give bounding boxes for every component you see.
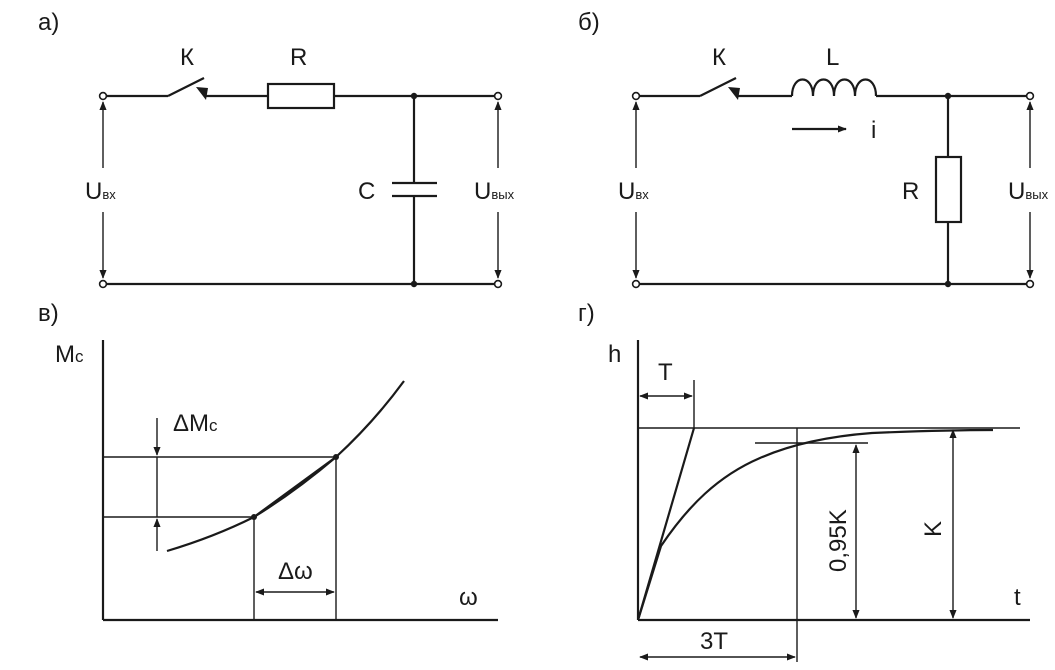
- panel-b-lr-circuit: б) К L i R Uвх Uвых: [578, 9, 1049, 289]
- rc-node-top: [410, 92, 418, 100]
- lr-switch-arrow-icon: [728, 87, 740, 100]
- g-k-label: K: [920, 521, 947, 537]
- g-3t-label: 3T: [700, 628, 728, 655]
- panel-g-step-response: г) h T 3T 0,95K K t: [578, 300, 1030, 662]
- rc-switch-blade: [167, 77, 205, 97]
- lr-terminal-in-bottom: [631, 279, 641, 289]
- lr-inductor: [790, 78, 878, 97]
- v-load-curve: [166, 380, 405, 553]
- g-y-axis-label: h: [608, 341, 621, 368]
- lr-inductor-label: L: [826, 44, 839, 71]
- rc-switch-arrow-icon: [196, 87, 208, 100]
- v-delta-w-label: Δω: [278, 558, 313, 585]
- panel-v-load-characteristic: в) Мс ΔМс Δω ω: [38, 300, 498, 622]
- g-095k-label: 0,95K: [825, 509, 852, 572]
- rc-resistor: [266, 82, 336, 110]
- lr-u-in-label: Uвх: [618, 178, 649, 205]
- rc-terminal-in-top: [98, 91, 108, 101]
- rc-u-in-label: Uвх: [85, 178, 116, 205]
- lr-node-top: [944, 92, 952, 100]
- rc-terminal-in-bottom: [98, 279, 108, 289]
- g-time-const-label: T: [658, 359, 673, 386]
- rc-terminal-out-bottom: [493, 279, 503, 289]
- lr-terminal-in-top: [631, 91, 641, 101]
- panel-a-rc-circuit: а) К R C Uвх Uвых: [38, 9, 515, 289]
- lr-resistor: [934, 155, 963, 224]
- panel-g-tag: г): [578, 300, 595, 327]
- rc-switch-label: К: [180, 44, 194, 71]
- lr-resistor-label: R: [902, 178, 919, 205]
- v-x-axis-label: ω: [459, 584, 478, 611]
- v-y-axis-label: Мс: [55, 341, 84, 368]
- lr-switch-blade: [699, 77, 737, 97]
- rc-terminal-out-top: [493, 91, 503, 101]
- v-chord: [253, 456, 337, 518]
- panel-v-tag: в): [38, 300, 59, 327]
- panel-b-tag: б): [578, 9, 600, 36]
- g-x-axis-label: t: [1014, 584, 1021, 611]
- rc-u-out-label: Uвых: [474, 178, 515, 205]
- lr-current-label: i: [871, 117, 876, 144]
- panel-a-tag: а): [38, 9, 59, 36]
- v-delta-m-label: ΔМс: [173, 410, 218, 437]
- rc-resistor-label: R: [290, 44, 307, 71]
- rc-capacitor-label: C: [358, 178, 375, 205]
- lr-u-out-label: Uвых: [1008, 178, 1049, 205]
- lr-node-bottom: [944, 280, 952, 288]
- lr-terminal-out-top: [1025, 91, 1035, 101]
- g-response-curve: [636, 428, 994, 621]
- rc-node-bottom: [410, 280, 418, 288]
- lr-switch-label: К: [712, 44, 726, 71]
- lr-terminal-out-bottom: [1025, 279, 1035, 289]
